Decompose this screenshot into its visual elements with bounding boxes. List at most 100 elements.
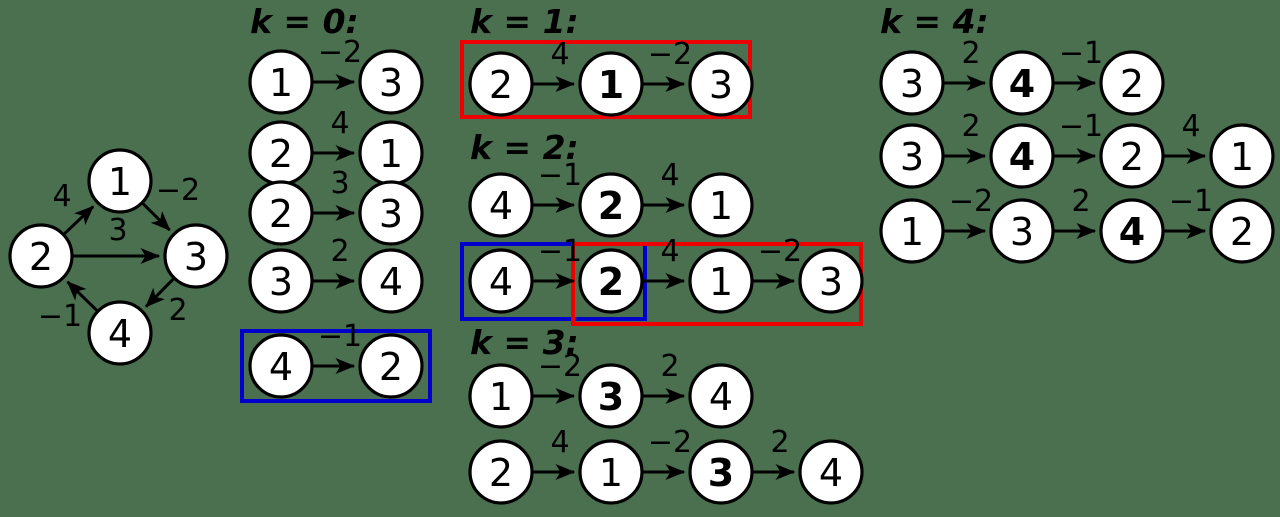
node-graph-3: 3 xyxy=(163,223,229,289)
node-label: 4 xyxy=(819,451,843,495)
node-label: 3 xyxy=(708,451,734,495)
node-k2-p1-0: 4 xyxy=(468,248,534,314)
node-circle xyxy=(879,123,945,189)
edge-weight-label: 4 xyxy=(330,106,349,141)
node-k4-p1-0: 3 xyxy=(879,123,945,189)
node-label: 4 xyxy=(1119,210,1145,254)
edge-weight-label: 3 xyxy=(330,166,349,201)
node-circle xyxy=(468,51,534,117)
edge-weight-label: −2 xyxy=(648,425,692,460)
node-label: 3 xyxy=(1010,210,1034,254)
node-circle xyxy=(989,198,1055,264)
node-k4-p1-2: 2 xyxy=(1099,123,1165,189)
node-circle xyxy=(798,439,864,505)
node-circle xyxy=(358,180,424,246)
node-k2-p0-0: 4 xyxy=(468,172,534,238)
group-title: k = 1: xyxy=(470,2,579,41)
edge-weight-label: 2 xyxy=(961,36,980,71)
node-label: 1 xyxy=(1230,135,1254,179)
node-circle xyxy=(798,248,864,314)
node-label: 4 xyxy=(489,260,513,304)
node-circle xyxy=(248,180,314,246)
graph-edge-1-3 xyxy=(141,202,171,232)
node-circle xyxy=(468,439,534,505)
node-k2-p1-3: 3 xyxy=(798,248,864,314)
node-k3-p0-0: 1 xyxy=(468,363,534,429)
edge-weight-label: 4 xyxy=(550,425,569,460)
node-k4-p1-3: 1 xyxy=(1209,123,1275,189)
edge-weight-label: 2 xyxy=(1071,184,1090,219)
node-label: 4 xyxy=(1009,62,1035,106)
edge-weight-label: −2 xyxy=(758,234,802,269)
node-k0-p0-1: 3 xyxy=(358,49,424,115)
node-circle xyxy=(248,333,314,399)
edge-weight-label: −2 xyxy=(949,184,993,219)
node-label: 2 xyxy=(1120,135,1144,179)
node-k4-p2-3: 2 xyxy=(1209,198,1275,264)
node-k0-p2-0: 2 xyxy=(248,180,314,246)
node-circle xyxy=(688,172,754,238)
node-k0-p1-1: 1 xyxy=(358,120,424,186)
node-circle xyxy=(248,248,314,314)
edge-weight-label: −1 xyxy=(538,234,582,269)
node-label: 2 xyxy=(29,235,53,279)
node-circle xyxy=(1209,198,1275,264)
node-k0-p3-0: 3 xyxy=(248,248,314,314)
node-k0-p2-1: 3 xyxy=(358,180,424,246)
node-circle xyxy=(1099,198,1165,264)
edge-weight-label: 4 xyxy=(550,37,569,72)
node-k3-p0-2: 4 xyxy=(688,363,754,429)
node-circle xyxy=(163,223,229,289)
node-k4-p1-1: 4 xyxy=(989,123,1055,189)
node-label: 2 xyxy=(598,260,624,304)
node-label: 4 xyxy=(108,312,132,356)
edge-weight-label: 3 xyxy=(108,213,127,248)
node-circle xyxy=(688,51,754,117)
group-title: k = 2: xyxy=(470,128,579,167)
node-label: 3 xyxy=(184,235,208,279)
node-label: 2 xyxy=(489,63,513,107)
node-k0-p0-0: 1 xyxy=(248,49,314,115)
node-k1-p0-0: 2 xyxy=(468,51,534,117)
node-k3-p1-1: 1 xyxy=(578,439,644,505)
edge-weight-label: −2 xyxy=(156,173,200,208)
node-k1-p0-1: 1 xyxy=(578,51,644,117)
node-circle xyxy=(578,248,644,314)
node-label: 1 xyxy=(709,184,733,228)
node-circle xyxy=(688,439,754,505)
node-k3-p1-3: 4 xyxy=(798,439,864,505)
node-k0-p1-0: 2 xyxy=(248,120,314,186)
node-k4-p2-2: 4 xyxy=(1099,198,1165,264)
node-label: 3 xyxy=(269,260,293,304)
edge-weight-label: 4 xyxy=(52,179,71,214)
graph-edge-3-4 xyxy=(144,277,175,308)
node-circle xyxy=(879,50,945,116)
node-k0-p3-1: 4 xyxy=(358,248,424,314)
node-circle xyxy=(578,172,644,238)
node-circle xyxy=(468,172,534,238)
node-k4-p2-1: 3 xyxy=(989,198,1055,264)
edge-weight-label: −1 xyxy=(38,299,82,334)
node-k4-p0-1: 4 xyxy=(989,50,1055,116)
node-k2-p0-1: 2 xyxy=(578,172,644,238)
node-circle xyxy=(578,363,644,429)
edge-weight-label: −1 xyxy=(1059,36,1103,71)
highlight-box xyxy=(240,329,432,403)
edge-weight-label: 4 xyxy=(1181,109,1200,144)
edge-weight-label: −2 xyxy=(538,349,582,384)
node-label: 3 xyxy=(900,135,924,179)
node-k0-p4-0: 4 xyxy=(248,333,314,399)
edge-weight-label: −2 xyxy=(318,35,362,70)
edge-weight-label: −1 xyxy=(1059,109,1103,144)
node-circle xyxy=(87,148,153,214)
edge-weight-label: −1 xyxy=(318,319,362,354)
node-circle xyxy=(578,439,644,505)
node-label: 1 xyxy=(709,260,733,304)
node-circle xyxy=(989,123,1055,189)
